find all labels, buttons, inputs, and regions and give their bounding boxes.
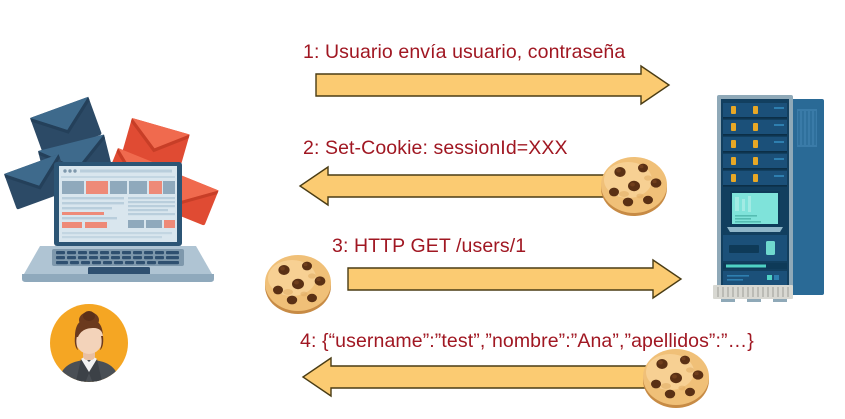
laptop-base (22, 246, 214, 282)
message-label-4: 4: {“username”:”test”,”nombre”:”Ana”,”ap… (300, 330, 754, 352)
cookie-icon-4 (640, 342, 712, 414)
message-label-2: 2: Set-Cookie: sessionId=XXX (303, 137, 568, 159)
user-avatar (46, 300, 132, 386)
cookie-icon-3 (262, 248, 334, 320)
message-label-1: 1: Usuario envía usuario, contraseña (303, 41, 626, 63)
message-arrow-3 (347, 258, 683, 300)
server-tower-illustration (711, 95, 829, 302)
message-arrow-2 (298, 165, 630, 207)
server-console-monitor (727, 191, 783, 232)
laptop-client-illustration (0, 96, 250, 291)
server-drive-bays (723, 103, 787, 187)
laptop-screen (54, 162, 182, 246)
message-arrow-4 (301, 356, 675, 398)
server-lower-panel (723, 235, 787, 285)
message-label-3: 3: HTTP GET /users/1 (332, 235, 527, 257)
cookie-icon-2 (598, 150, 670, 222)
server-bottom-vent (713, 285, 793, 302)
message-arrow-1 (315, 64, 671, 106)
